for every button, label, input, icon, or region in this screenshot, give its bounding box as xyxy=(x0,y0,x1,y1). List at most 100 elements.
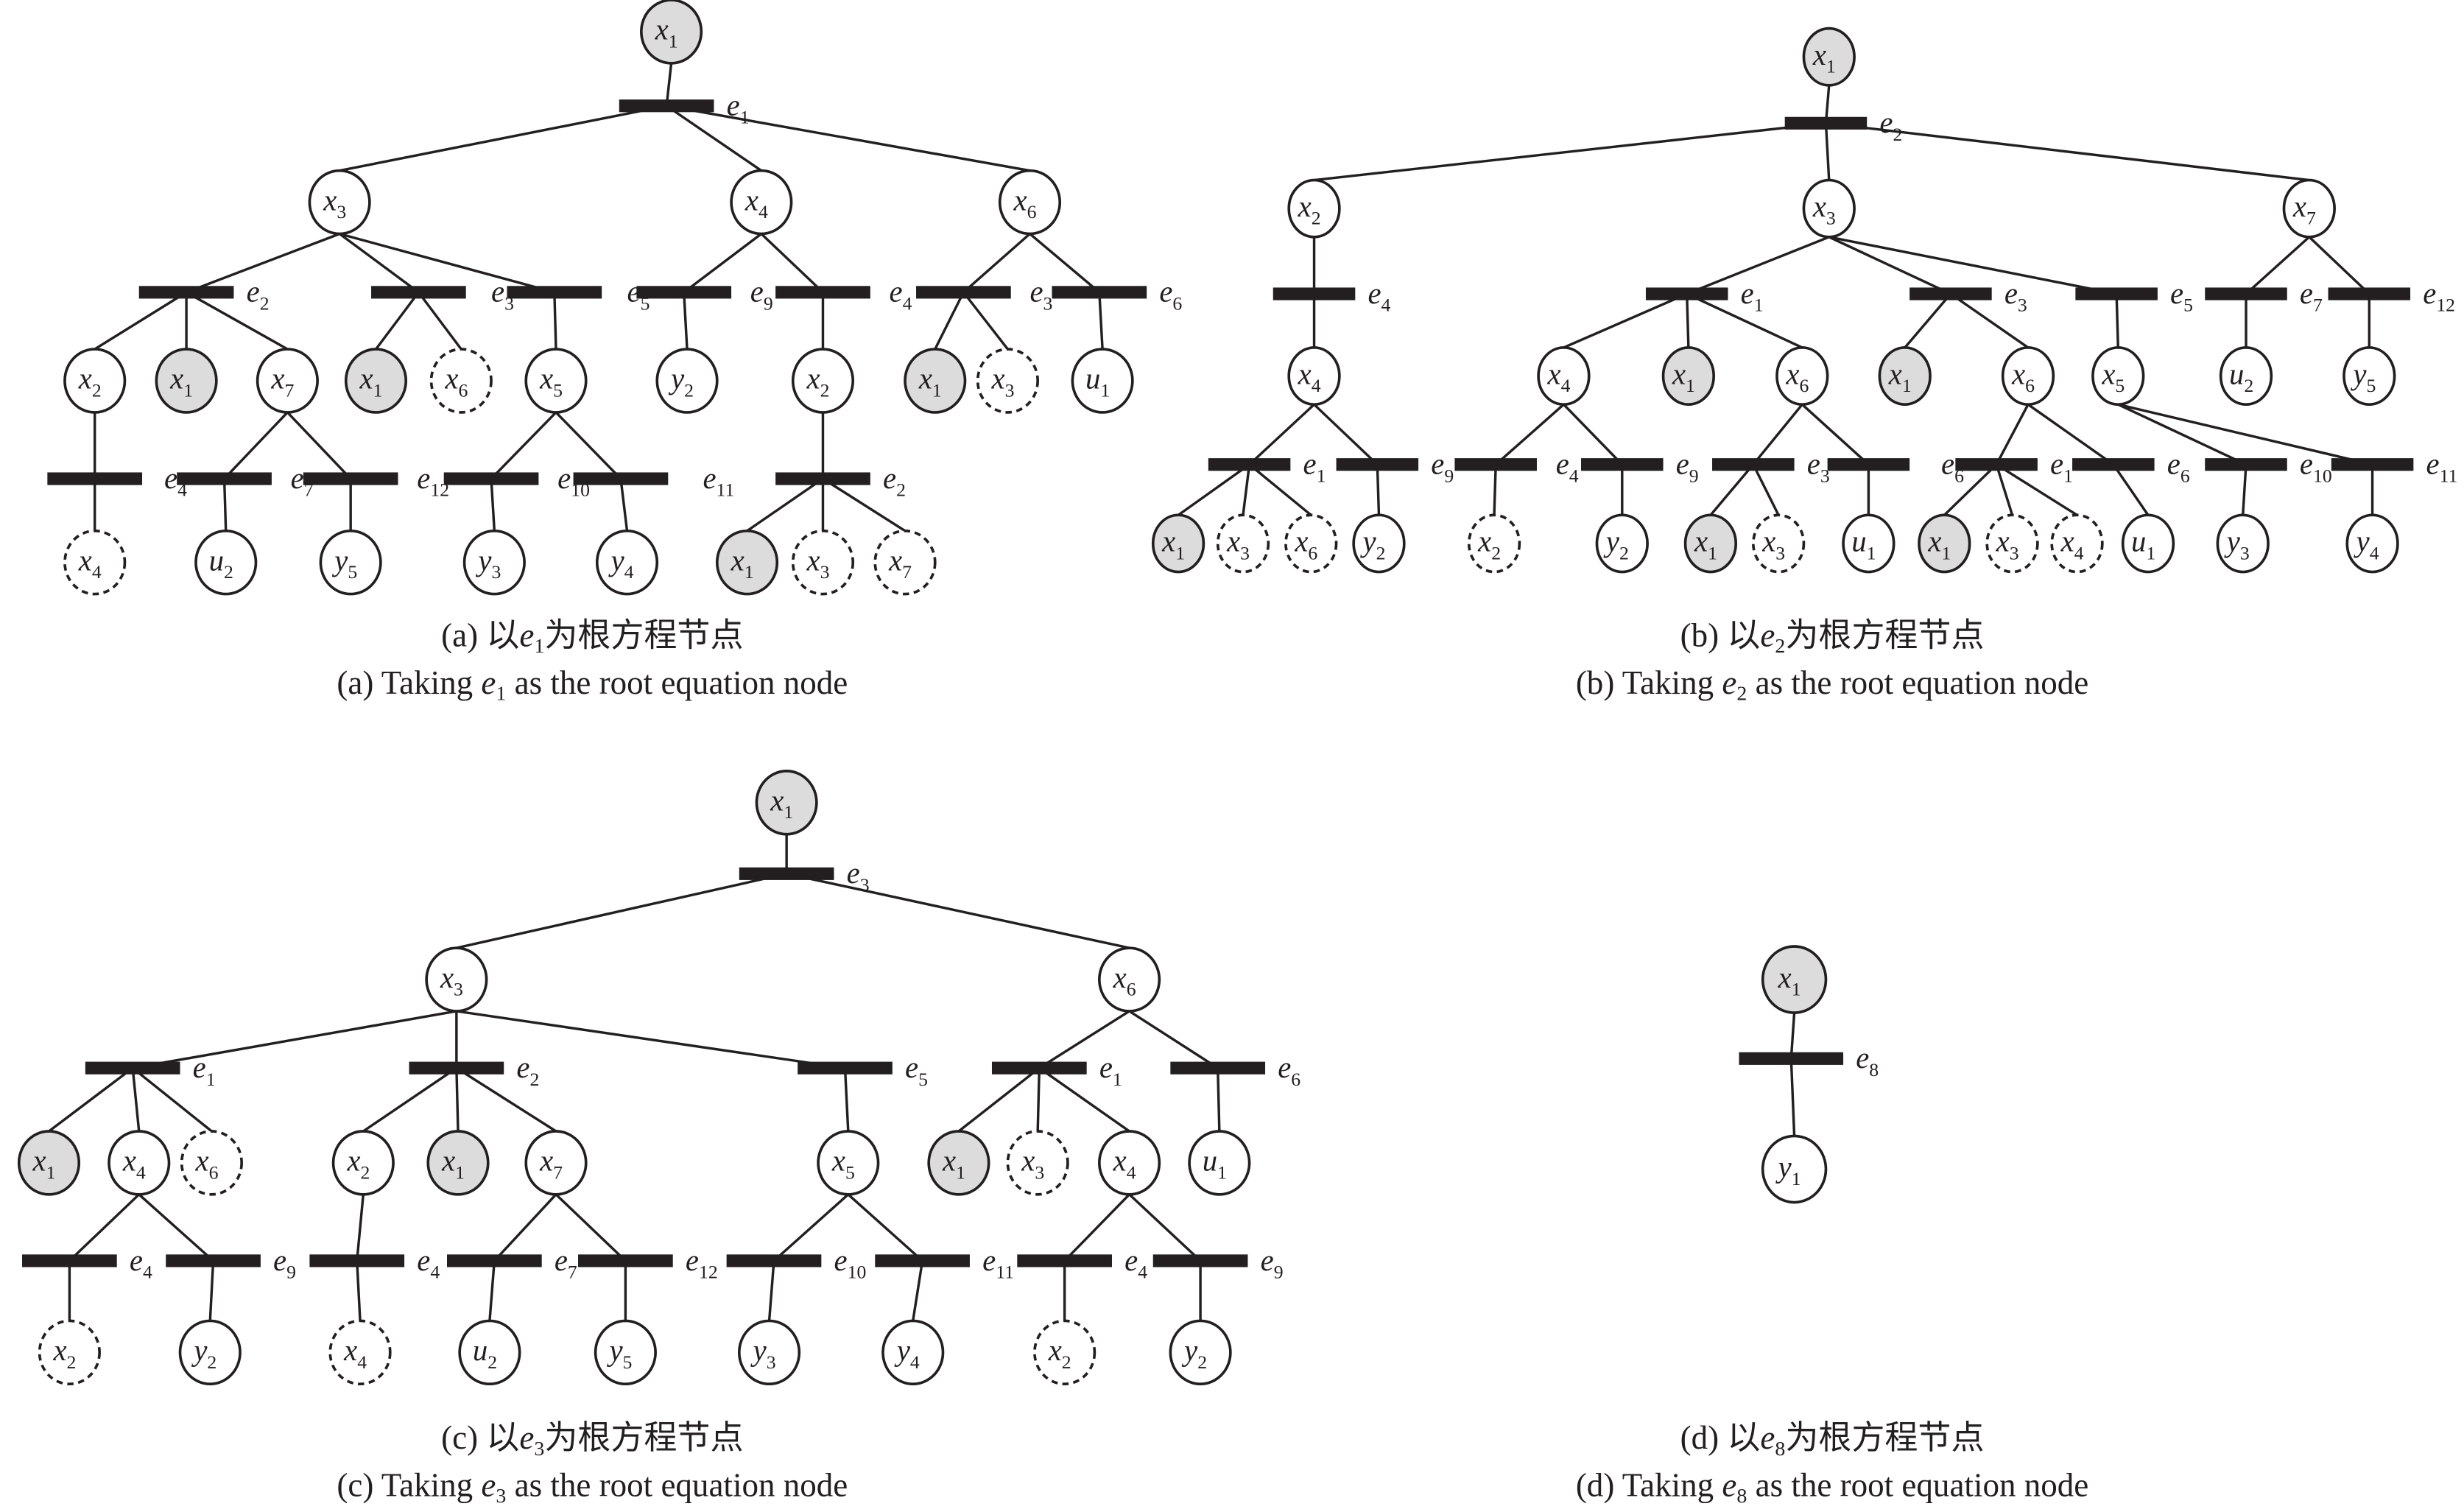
variable-node-shaded: x1 xyxy=(1918,513,1971,574)
variable-node-dashed: x6 xyxy=(1284,513,1338,574)
equation-node-bar xyxy=(619,99,714,113)
edge-var-to-equation xyxy=(490,411,557,480)
variable-node-circle xyxy=(2345,513,2399,574)
variable-node-circle xyxy=(1595,513,1649,574)
equation-node-bar xyxy=(1170,1061,1266,1075)
variable-node-circle xyxy=(1006,1130,1069,1196)
variable-node-circle xyxy=(715,529,779,596)
variable-label: y2 xyxy=(1360,525,1386,564)
variable-node-circle xyxy=(595,529,659,596)
variable-label: x7 xyxy=(539,1144,563,1184)
variable-label: x3 xyxy=(991,362,1015,401)
edge-var-to-equation xyxy=(2027,403,2114,466)
variable-node-circle xyxy=(524,1130,588,1196)
variable-label: x4 xyxy=(745,183,768,222)
variable-node-shaded: x1 xyxy=(426,1130,490,1196)
caption-a-en: (a) Taking e1 as the root equation node xyxy=(337,664,848,706)
variable-node-circle xyxy=(1683,513,1738,574)
variable-node-circle xyxy=(524,348,588,414)
edge-equation-to-var xyxy=(1949,292,2029,349)
edge-var-to-equation xyxy=(555,1193,627,1262)
edge-equation-to-var xyxy=(1038,1066,1130,1133)
equation-node-bar xyxy=(1955,458,2038,471)
equation-node-bar xyxy=(138,286,234,299)
variable-node-dashed: x3 xyxy=(1216,513,1270,574)
variable-node-circle xyxy=(791,529,855,596)
edge-equation-to-var xyxy=(1248,463,1312,516)
variable-label: x1 xyxy=(1161,525,1185,564)
edge-equation-to-var xyxy=(1904,292,1952,349)
caption-d-cn: (d) 以e8为根方程节点 xyxy=(1680,1419,1985,1460)
variable-node-circle xyxy=(256,348,319,414)
edge-var-to-equation xyxy=(2117,403,2247,466)
variable-label: x4 xyxy=(1113,1144,1136,1184)
caption-b-cn: (b) 以e2为根方程节点 xyxy=(1680,616,1985,658)
equation-node-bar xyxy=(1581,458,1664,471)
equation-label: e4 xyxy=(417,1244,440,1283)
variable-node-plain: x5 xyxy=(817,1130,880,1196)
variable-label: x1 xyxy=(1778,961,1801,1000)
variable-label: x3 xyxy=(323,183,346,222)
variable-label: y3 xyxy=(750,1334,776,1373)
variable-node-plain: y4 xyxy=(881,1319,945,1386)
edge-var-to-equation xyxy=(847,1193,923,1262)
variable-label: x4 xyxy=(1298,357,1321,396)
variable-node-dashed: x6 xyxy=(180,1130,243,1196)
variable-node-plain: x7 xyxy=(524,1130,588,1196)
variable-node-circle xyxy=(426,1130,490,1196)
equation-node-bar xyxy=(578,1254,673,1267)
variable-node-shaded: x1 xyxy=(155,348,218,414)
edge-var-to-equation xyxy=(68,1193,140,1262)
variable-node-circle xyxy=(1287,178,1341,239)
variable-label: x6 xyxy=(194,1144,218,1184)
edge-equation-to-var xyxy=(1242,464,1251,516)
edge-var-to-equation xyxy=(1995,404,2030,465)
variable-node-circle xyxy=(155,348,218,414)
equation-label: e4 xyxy=(1367,277,1390,316)
variable-label: x1 xyxy=(1888,357,1912,396)
equation-label: e3 xyxy=(847,857,870,896)
edge-var-to-equation xyxy=(665,63,673,106)
variable-node-circle xyxy=(2219,346,2273,407)
variable-node-circle xyxy=(1287,346,1341,407)
variable-label: x1 xyxy=(441,1144,465,1184)
edge-equation-to-var xyxy=(683,292,689,350)
equation-node-bar xyxy=(2072,458,2155,471)
variable-node-plain: x3 xyxy=(1802,178,1856,239)
equation-label: e9 xyxy=(750,275,773,314)
edge-equation-to-var xyxy=(1826,122,2310,182)
edge-var-to-equation xyxy=(1063,1193,1130,1262)
variable-node-shaded: x1 xyxy=(1661,346,1716,407)
equation-label: e2 xyxy=(516,1051,539,1090)
variable-node-plain: u1 xyxy=(1842,513,1895,574)
variable-label: x2 xyxy=(346,1144,370,1184)
caption-d-en: (d) Taking e8 as the root equation node xyxy=(1576,1467,2088,1508)
equation-label: e11 xyxy=(982,1244,1014,1283)
variable-label: y4 xyxy=(2354,525,2379,564)
variable-label: x7 xyxy=(270,362,294,401)
variable-node-circle xyxy=(1188,1130,1251,1196)
equation-node-bar xyxy=(2328,287,2411,300)
edge-equation-to-var xyxy=(1943,463,1998,516)
edge-var-to-equation xyxy=(493,1193,557,1262)
edge-equation-to-var xyxy=(1376,464,1381,516)
variable-node-plain: y3 xyxy=(2216,513,2270,574)
variable-label: u2 xyxy=(2229,357,2253,396)
equation-node-bar xyxy=(1909,287,1992,300)
equation-node-bar xyxy=(22,1254,117,1267)
edge-equation-to-var xyxy=(553,292,557,350)
variable-node-circle xyxy=(1071,348,1134,414)
edge-var-to-equation xyxy=(683,233,762,294)
variable-label: x6 xyxy=(444,362,468,401)
equation-label: e3 xyxy=(2004,277,2027,316)
edge-var-to-equation xyxy=(132,1010,457,1069)
variable-node-dashed: x4 xyxy=(2050,513,2104,574)
edge-var-to-equation xyxy=(356,1194,365,1262)
equation-node-bar xyxy=(177,472,272,485)
equation-label: e2 xyxy=(1879,106,1902,145)
variable-node-dashed: x2 xyxy=(38,1319,101,1386)
equation-node-bar xyxy=(446,1254,542,1267)
edge-var-to-equation xyxy=(2308,236,2370,295)
